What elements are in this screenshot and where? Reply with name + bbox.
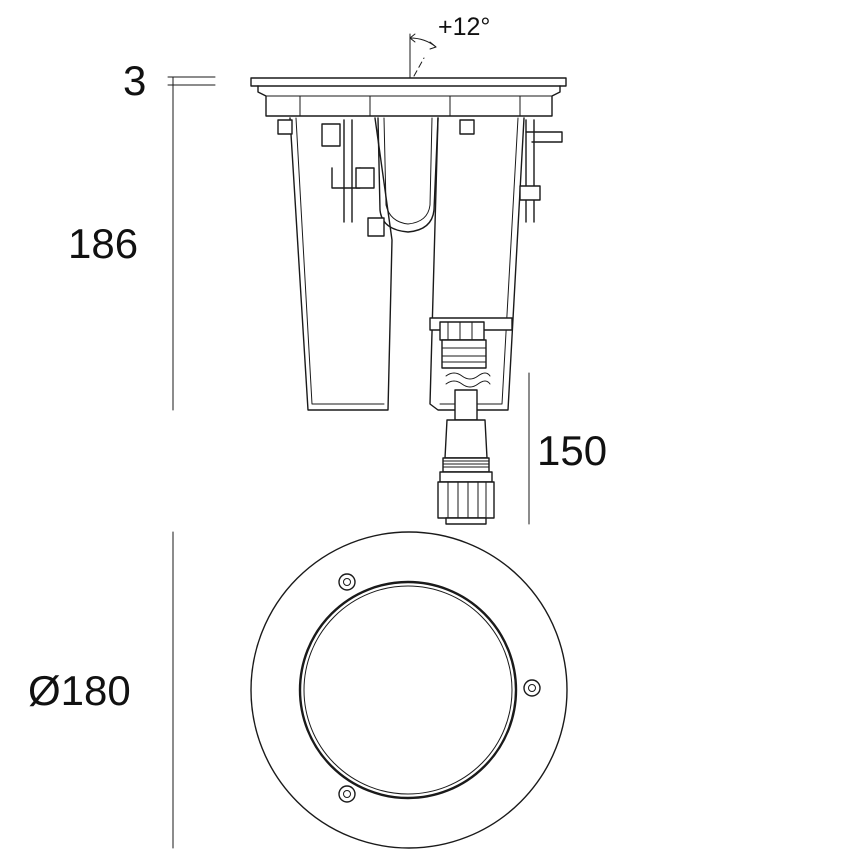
screw-bottom [338, 785, 356, 803]
outer-ring [250, 531, 568, 849]
tilt-angle-label: +12° [438, 13, 490, 41]
body-height-label: 186 [68, 220, 138, 267]
luminaire-top-view [250, 531, 568, 849]
dimension-lines [167, 76, 530, 849]
cable-connector [437, 389, 495, 525]
lens-inner [303, 585, 513, 795]
luminaire-side-view [250, 77, 567, 411]
lens-ring [298, 580, 518, 800]
tilt-angle-indicator [409, 33, 437, 79]
screw-right [523, 679, 541, 697]
diameter-label: Ø180 [28, 667, 131, 714]
screw-top [338, 573, 356, 591]
flange-thickness-label: 3 [123, 57, 146, 104]
cable-length-label: 150 [537, 427, 607, 474]
